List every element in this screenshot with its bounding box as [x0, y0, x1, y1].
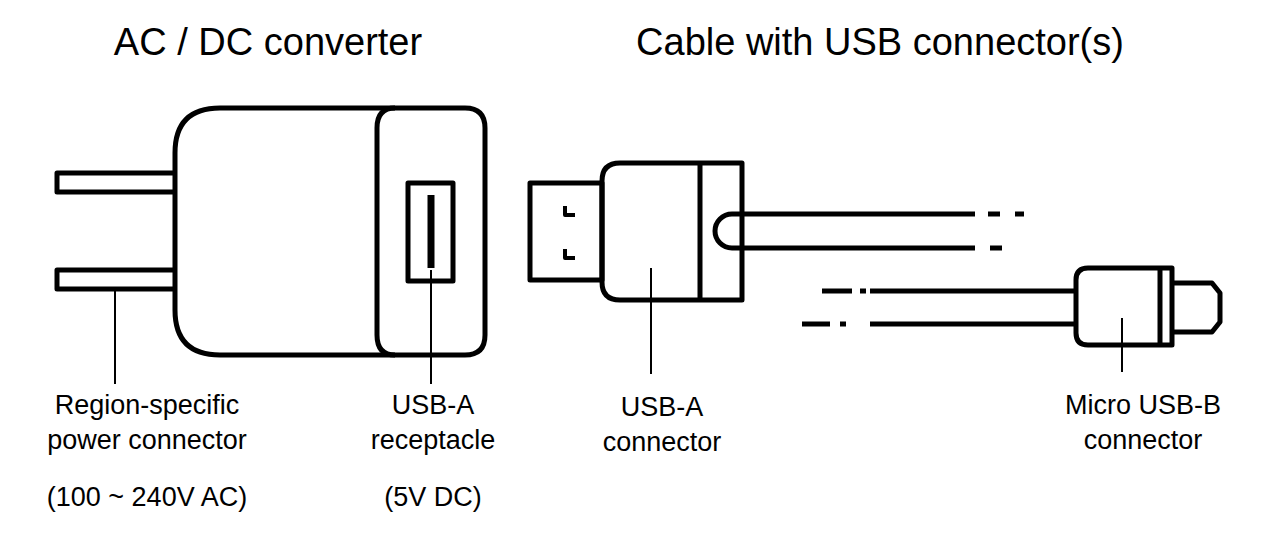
prong	[57, 270, 175, 289]
converter-face	[377, 108, 395, 355]
usb-a-divider	[698, 163, 703, 300]
cable-break	[802, 291, 866, 324]
rating-label: (5V DC)	[348, 480, 518, 515]
section-heading: AC / DC converter	[28, 18, 508, 67]
converter-body	[175, 108, 485, 355]
micro-usb-tip	[1172, 283, 1220, 332]
shell-mark	[565, 206, 575, 258]
cable	[870, 291, 1077, 324]
part-label: USB-A receptacle	[348, 388, 518, 458]
usb-a-receptacle	[408, 183, 453, 281]
receptacle-tongue	[428, 195, 435, 268]
micro-usb-divider	[1158, 268, 1163, 345]
section-heading: Cable with USB connector(s)	[560, 18, 1200, 67]
leader-line	[1121, 318, 1123, 372]
prong	[57, 173, 175, 192]
part-label: Region-specific power connector	[22, 388, 272, 458]
leader-line	[430, 270, 432, 384]
usb-a-body	[602, 163, 742, 300]
leader-line	[114, 290, 116, 384]
cable	[715, 214, 975, 248]
part-label: Micro USB-B connector	[1028, 388, 1258, 458]
micro-usb-body	[1076, 268, 1172, 345]
leader-line	[650, 268, 652, 374]
cable-break	[988, 214, 1024, 248]
part-label: USB-A connector	[577, 390, 747, 460]
usb-a-shell	[530, 183, 602, 280]
rating-label: (100 ~ 240V AC)	[7, 480, 287, 515]
